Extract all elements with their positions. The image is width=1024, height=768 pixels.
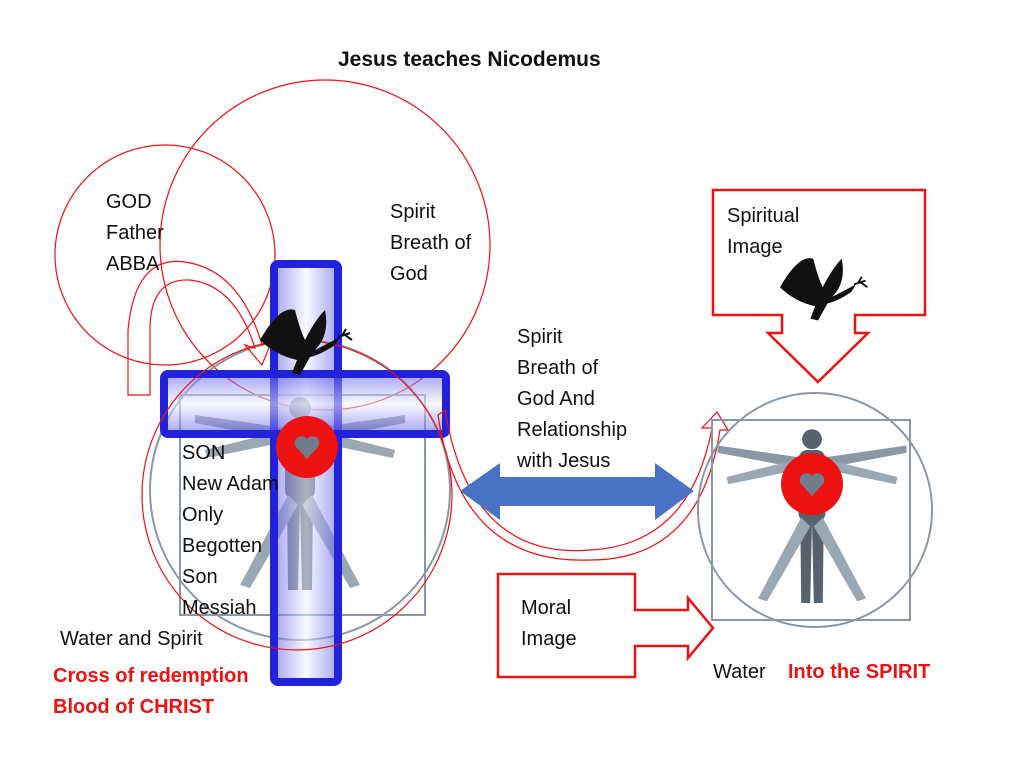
heart-icon-left xyxy=(276,416,338,478)
heart-icon-right xyxy=(781,453,843,515)
moral-image-callout xyxy=(496,572,715,679)
water-label: Water xyxy=(713,661,766,683)
diagram-title: Jesus teaches Nicodemus xyxy=(338,48,601,71)
into-the-spirit-label: Into the SPIRIT xyxy=(788,661,931,683)
god-circle xyxy=(54,144,276,366)
cross-of-redemption-label: Cross of redemption xyxy=(53,665,249,687)
water-and-spirit-label: Water and Spirit xyxy=(60,628,203,650)
double-arrow xyxy=(460,463,694,520)
vitruvian-figure-right xyxy=(697,392,933,628)
curved-arrow-right xyxy=(437,408,730,561)
curved-arrow-left xyxy=(127,260,274,396)
blood-of-christ-label: Blood of CHRIST xyxy=(53,696,215,718)
